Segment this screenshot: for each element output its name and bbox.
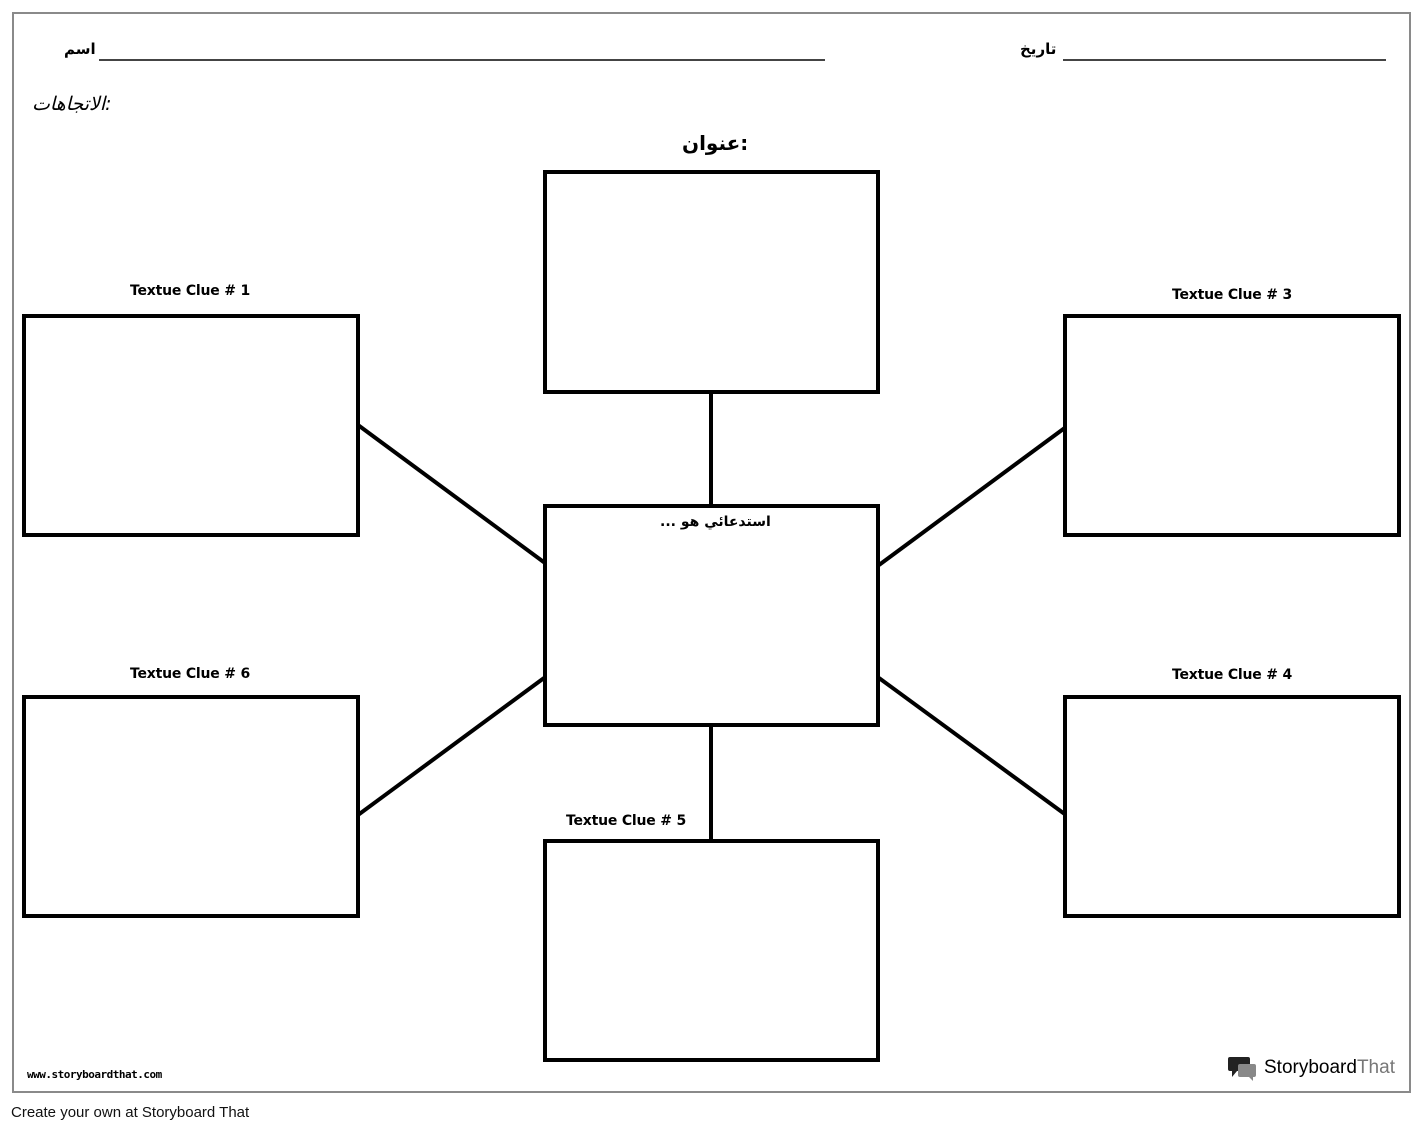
credit-link[interactable]: Create your own at Storyboard That <box>11 1104 250 1121</box>
clue-3-box[interactable] <box>1063 314 1401 537</box>
clue-6-box[interactable] <box>22 695 360 918</box>
clue-4-box[interactable] <box>1063 695 1401 918</box>
logo-text-storyboard: Storyboard <box>1264 1057 1357 1078</box>
directions-label: :الاتجاهات <box>32 93 112 115</box>
title-box[interactable] <box>543 170 880 394</box>
center-box-label: استدعائي هو ... <box>660 514 771 530</box>
clue-1-label: Textue Clue # 1 <box>130 283 250 299</box>
footer-url[interactable]: www.storyboardthat.com <box>27 1068 162 1081</box>
connector-clue-1 <box>356 423 547 565</box>
logo-text-that: That <box>1356 1057 1395 1078</box>
title-label: :عنوان <box>682 131 749 155</box>
clue-6-label: Textue Clue # 6 <box>130 666 250 682</box>
clue-1-box[interactable] <box>22 314 360 537</box>
clue-4-label: Textue Clue # 4 <box>1172 667 1292 683</box>
name-line[interactable] <box>99 59 825 61</box>
speech-bubbles-icon <box>1228 1057 1256 1081</box>
storyboardthat-logo[interactable]: StoryboardThat <box>1228 1055 1395 1081</box>
date-line[interactable] <box>1063 59 1386 61</box>
clue-5-box[interactable] <box>543 839 880 1062</box>
connector-clue-6 <box>356 676 546 817</box>
clue-3-label: Textue Clue # 3 <box>1172 287 1292 303</box>
connector-clue-3 <box>877 425 1068 567</box>
clue-5-label: Textue Clue # 5 <box>566 813 686 829</box>
date-label: تاريخ <box>1020 40 1057 58</box>
name-label: اسم <box>64 40 96 58</box>
center-box[interactable] <box>543 504 880 727</box>
connector-clue-4 <box>877 676 1068 817</box>
